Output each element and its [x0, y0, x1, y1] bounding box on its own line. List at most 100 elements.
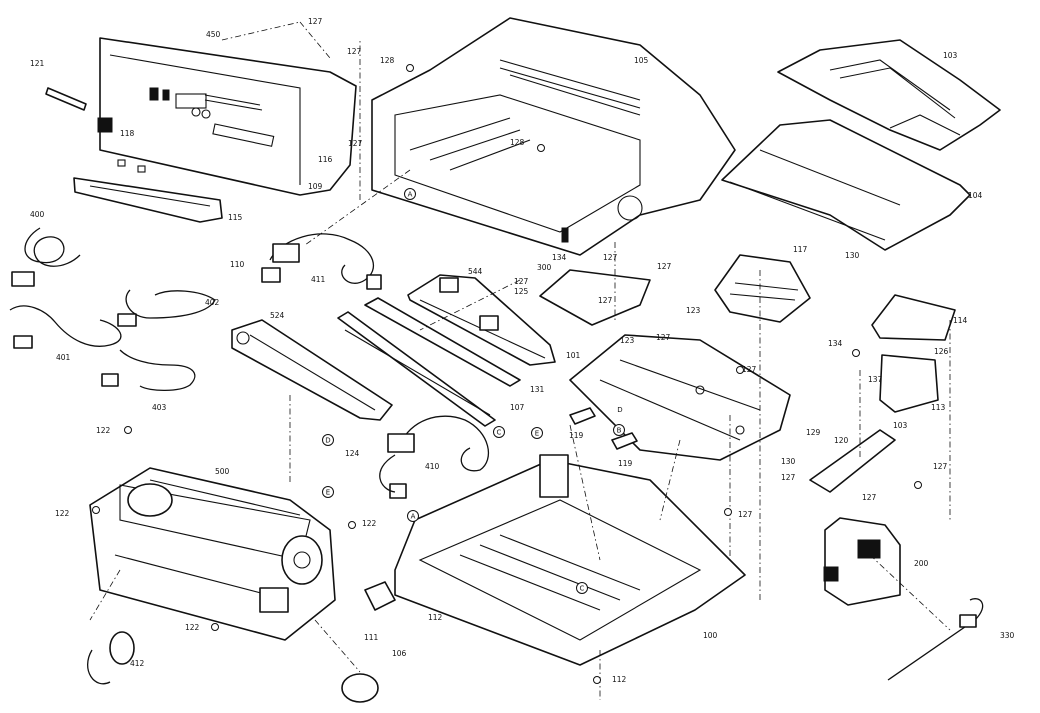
ref-marker-e: E [531, 427, 543, 439]
callout-127: 127 [603, 253, 618, 262]
callout-115: 115 [228, 213, 243, 222]
callout-410: 410 [425, 462, 440, 471]
operator-panel-109 [97, 37, 357, 196]
callout-123: 123 [620, 336, 635, 345]
callout-524: 524 [270, 311, 285, 320]
callout-128: 128 [510, 138, 525, 147]
bracket-120 [809, 429, 896, 493]
top-cover-106 [371, 17, 736, 256]
paper-guide-105 [777, 39, 1001, 151]
callout-113: 113 [931, 403, 946, 412]
callout-119: 119 [618, 459, 633, 468]
callout-123: 123 [686, 306, 701, 315]
bracket-107 [337, 311, 496, 427]
cable-assembly-411 [261, 233, 382, 290]
callout-412: 412 [130, 659, 145, 668]
bracket-114 [871, 294, 956, 341]
callout-112: 112 [428, 613, 443, 622]
svg-text:D: D [617, 406, 622, 414]
svg-text:D: D [325, 437, 330, 445]
callout-111: 111 [364, 633, 379, 642]
callout-112: 112 [612, 675, 627, 684]
callout-101: 101 [566, 351, 581, 360]
plate-300 [539, 269, 651, 326]
callout-114: 114 [953, 316, 968, 325]
ref-marker-d: D [322, 434, 334, 446]
callout-107: 107 [510, 403, 525, 412]
callout-127: 127 [348, 139, 363, 148]
callout-125: 125 [514, 287, 529, 296]
ref-marker-b: B [613, 424, 625, 436]
bezel-strip-115 [73, 159, 223, 223]
callout-127: 127 [656, 333, 671, 342]
callout-122: 122 [55, 509, 70, 518]
callout-119: 119 [569, 431, 584, 440]
callout-127: 127 [933, 462, 948, 471]
ref-marker-d: D [617, 406, 622, 414]
callout-100: 100 [703, 631, 718, 640]
ref-marker-c: C [576, 582, 588, 594]
callout-128: 128 [380, 56, 395, 65]
ref-marker-a: A [404, 188, 416, 200]
callout-127: 127 [742, 365, 757, 374]
callout-122: 122 [96, 426, 111, 435]
callout-118: 118 [120, 129, 135, 138]
callout-127: 127 [514, 277, 529, 286]
svg-text:E: E [535, 430, 539, 438]
callout-126: 126 [934, 347, 949, 356]
rail-524 [231, 319, 393, 421]
callout-134: 134 [828, 339, 843, 348]
ref-marker-c: C [493, 426, 505, 438]
part-111 [364, 581, 396, 611]
callout-121: 121 [30, 59, 45, 68]
lower-case-100 [394, 454, 746, 666]
tractor-unit-544 [407, 274, 556, 366]
callout-127: 127 [308, 17, 323, 26]
callout-400: 400 [30, 210, 45, 219]
callout-200: 200 [914, 559, 929, 568]
callout-137: 137 [868, 375, 883, 384]
callout-130: 130 [781, 457, 796, 466]
callout-110: 110 [230, 260, 245, 269]
cable-assembly-410 [379, 415, 489, 499]
screws [92, 64, 922, 684]
cable-330 [887, 598, 984, 681]
svg-text:A: A [411, 513, 416, 521]
svg-text:B: B [617, 427, 622, 435]
callout-120: 120 [834, 436, 849, 445]
lead-450 [221, 21, 331, 59]
strip-121 [45, 87, 87, 111]
callout-116: 116 [318, 155, 333, 164]
callout-411: 411 [311, 275, 326, 284]
callout-117: 117 [793, 245, 808, 254]
part-119a [569, 407, 596, 425]
callout-106: 106 [392, 649, 407, 658]
ref-marker-a: A [407, 510, 419, 522]
callout-330: 330 [1000, 631, 1015, 640]
callout-109: 109 [308, 182, 323, 191]
assembly-lines [89, 40, 951, 700]
bracket-113 [879, 354, 939, 413]
callout-130: 130 [845, 251, 860, 260]
callout-105: 105 [634, 56, 649, 65]
callout-403: 403 [152, 403, 167, 412]
callout-402: 402 [205, 298, 220, 307]
ref-marker-e: E [322, 486, 334, 498]
callout-labels: 450 127 121 127 118 116 127 109 115 128 … [30, 17, 1015, 684]
callout-103: 103 [943, 51, 958, 60]
callout-127: 127 [347, 47, 362, 56]
knob-106 [341, 673, 379, 703]
sheet-guide-104 [721, 119, 971, 251]
callout-127: 127 [738, 510, 753, 519]
callout-127: 127 [598, 296, 613, 305]
callout-131: 131 [530, 385, 545, 394]
connector-412 [87, 631, 135, 685]
callout-129: 129 [806, 428, 821, 437]
printer-mechanism-500 [89, 467, 336, 641]
callout-127: 127 [781, 473, 796, 482]
callout-122: 122 [185, 623, 200, 632]
svg-text:C: C [497, 429, 502, 437]
callout-500: 500 [215, 467, 230, 476]
svg-text:C: C [580, 585, 585, 593]
